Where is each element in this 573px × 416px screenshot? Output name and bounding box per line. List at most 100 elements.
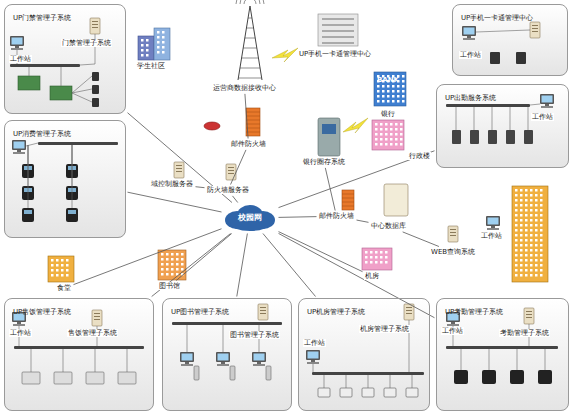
building-window — [166, 258, 169, 261]
network-link — [196, 186, 205, 188]
radio-wave — [240, 0, 260, 4]
computer-screen — [464, 28, 475, 35]
building-stripe — [322, 30, 354, 32]
building-window — [61, 274, 64, 277]
building-window — [157, 36, 160, 39]
network-link — [245, 94, 248, 139]
building-window — [540, 239, 543, 242]
building-window — [380, 143, 383, 146]
building-window — [515, 244, 518, 247]
server-slot — [94, 319, 100, 320]
device-label: 机房管理子系统 — [359, 325, 410, 333]
device-label: 邮件防火墙 — [230, 140, 267, 148]
meal-terminal — [22, 372, 40, 384]
attendance-terminal — [538, 370, 552, 384]
node-text: 机房 — [365, 272, 379, 280]
attendance-terminal — [470, 130, 479, 144]
network-link — [237, 234, 248, 297]
attendance-terminal — [524, 130, 533, 144]
building-window — [535, 199, 538, 202]
building-window — [66, 264, 69, 267]
building-window — [540, 214, 543, 217]
server-slot — [176, 171, 182, 172]
building-window — [520, 229, 523, 232]
building-window — [530, 234, 533, 237]
building-window — [525, 189, 528, 192]
building-window — [385, 128, 388, 131]
subsystem-panel: UP考勤管理子系统工作站考勤管理子系统 — [436, 298, 569, 411]
building-window — [397, 100, 400, 103]
building-window — [520, 259, 523, 262]
device-label: 考勤管理子系统 — [499, 329, 550, 337]
card-reader — [92, 72, 99, 81]
wire — [72, 76, 92, 93]
network-switch — [312, 372, 424, 375]
building-window — [387, 95, 390, 98]
brick-line — [246, 112, 260, 113]
wire — [63, 349, 64, 372]
subsystem-panel: UP消费管理子系统 — [4, 120, 126, 238]
building-window — [176, 258, 179, 261]
building-window — [520, 234, 523, 237]
building-window — [141, 44, 144, 47]
node-text: 工作站 — [442, 327, 463, 335]
node-text: 工作站 — [304, 339, 325, 347]
building-window — [520, 224, 523, 227]
building-window — [515, 224, 518, 227]
router — [204, 122, 220, 130]
building-window — [525, 249, 528, 252]
subsystem-panel: UP手机一卡通管理中心工作站 — [452, 4, 568, 76]
building-window — [181, 253, 184, 256]
server-slot — [92, 27, 98, 28]
wire — [72, 89, 92, 93]
building-window — [540, 269, 543, 272]
building-window — [181, 268, 184, 271]
brick-line — [246, 124, 260, 125]
building-window — [520, 244, 523, 247]
node-text: 工作站 — [532, 113, 553, 121]
building-window — [515, 269, 518, 272]
device-label: WEB查询系统 — [430, 248, 476, 256]
radio-wave — [244, 0, 256, 4]
device-label: 域控制服务器 — [150, 180, 194, 188]
server-slot — [532, 31, 538, 32]
building-window — [540, 229, 543, 232]
atm-screen — [322, 124, 336, 134]
building-window — [540, 209, 543, 212]
building-stripe — [322, 36, 354, 38]
building-window — [141, 54, 144, 57]
building-window — [157, 31, 160, 34]
building-window — [515, 229, 518, 232]
building-window — [375, 256, 378, 259]
building-window — [540, 254, 543, 257]
building-window — [520, 194, 523, 197]
building-window — [382, 85, 385, 88]
server-slot — [450, 235, 456, 236]
computer-monitor — [462, 26, 476, 36]
node-text: WEB查询系统 — [431, 248, 475, 256]
brick-line — [246, 116, 260, 117]
building-window — [530, 249, 533, 252]
building-window — [375, 133, 378, 136]
device-label: 工作站 — [9, 55, 32, 63]
subsystem-panel: UP机房管理子系统机房管理子系统工作站 — [298, 298, 430, 411]
building-window — [402, 100, 405, 103]
computer-stand — [221, 362, 225, 364]
building-window — [375, 123, 378, 126]
node-text: 食堂 — [57, 284, 71, 292]
computer-stand — [17, 322, 21, 324]
building-window — [535, 254, 538, 257]
network-link — [357, 220, 369, 222]
building-window — [392, 100, 395, 103]
computer-stand — [467, 36, 471, 38]
building-window — [515, 204, 518, 207]
computer-screen — [14, 142, 25, 149]
wire — [61, 67, 62, 86]
attendance-terminal — [482, 370, 496, 384]
building-window — [390, 123, 393, 126]
computer-monitor — [540, 94, 554, 104]
building-window — [161, 273, 164, 276]
building-window — [515, 274, 518, 277]
building-window — [382, 100, 385, 103]
building-window — [525, 214, 528, 217]
